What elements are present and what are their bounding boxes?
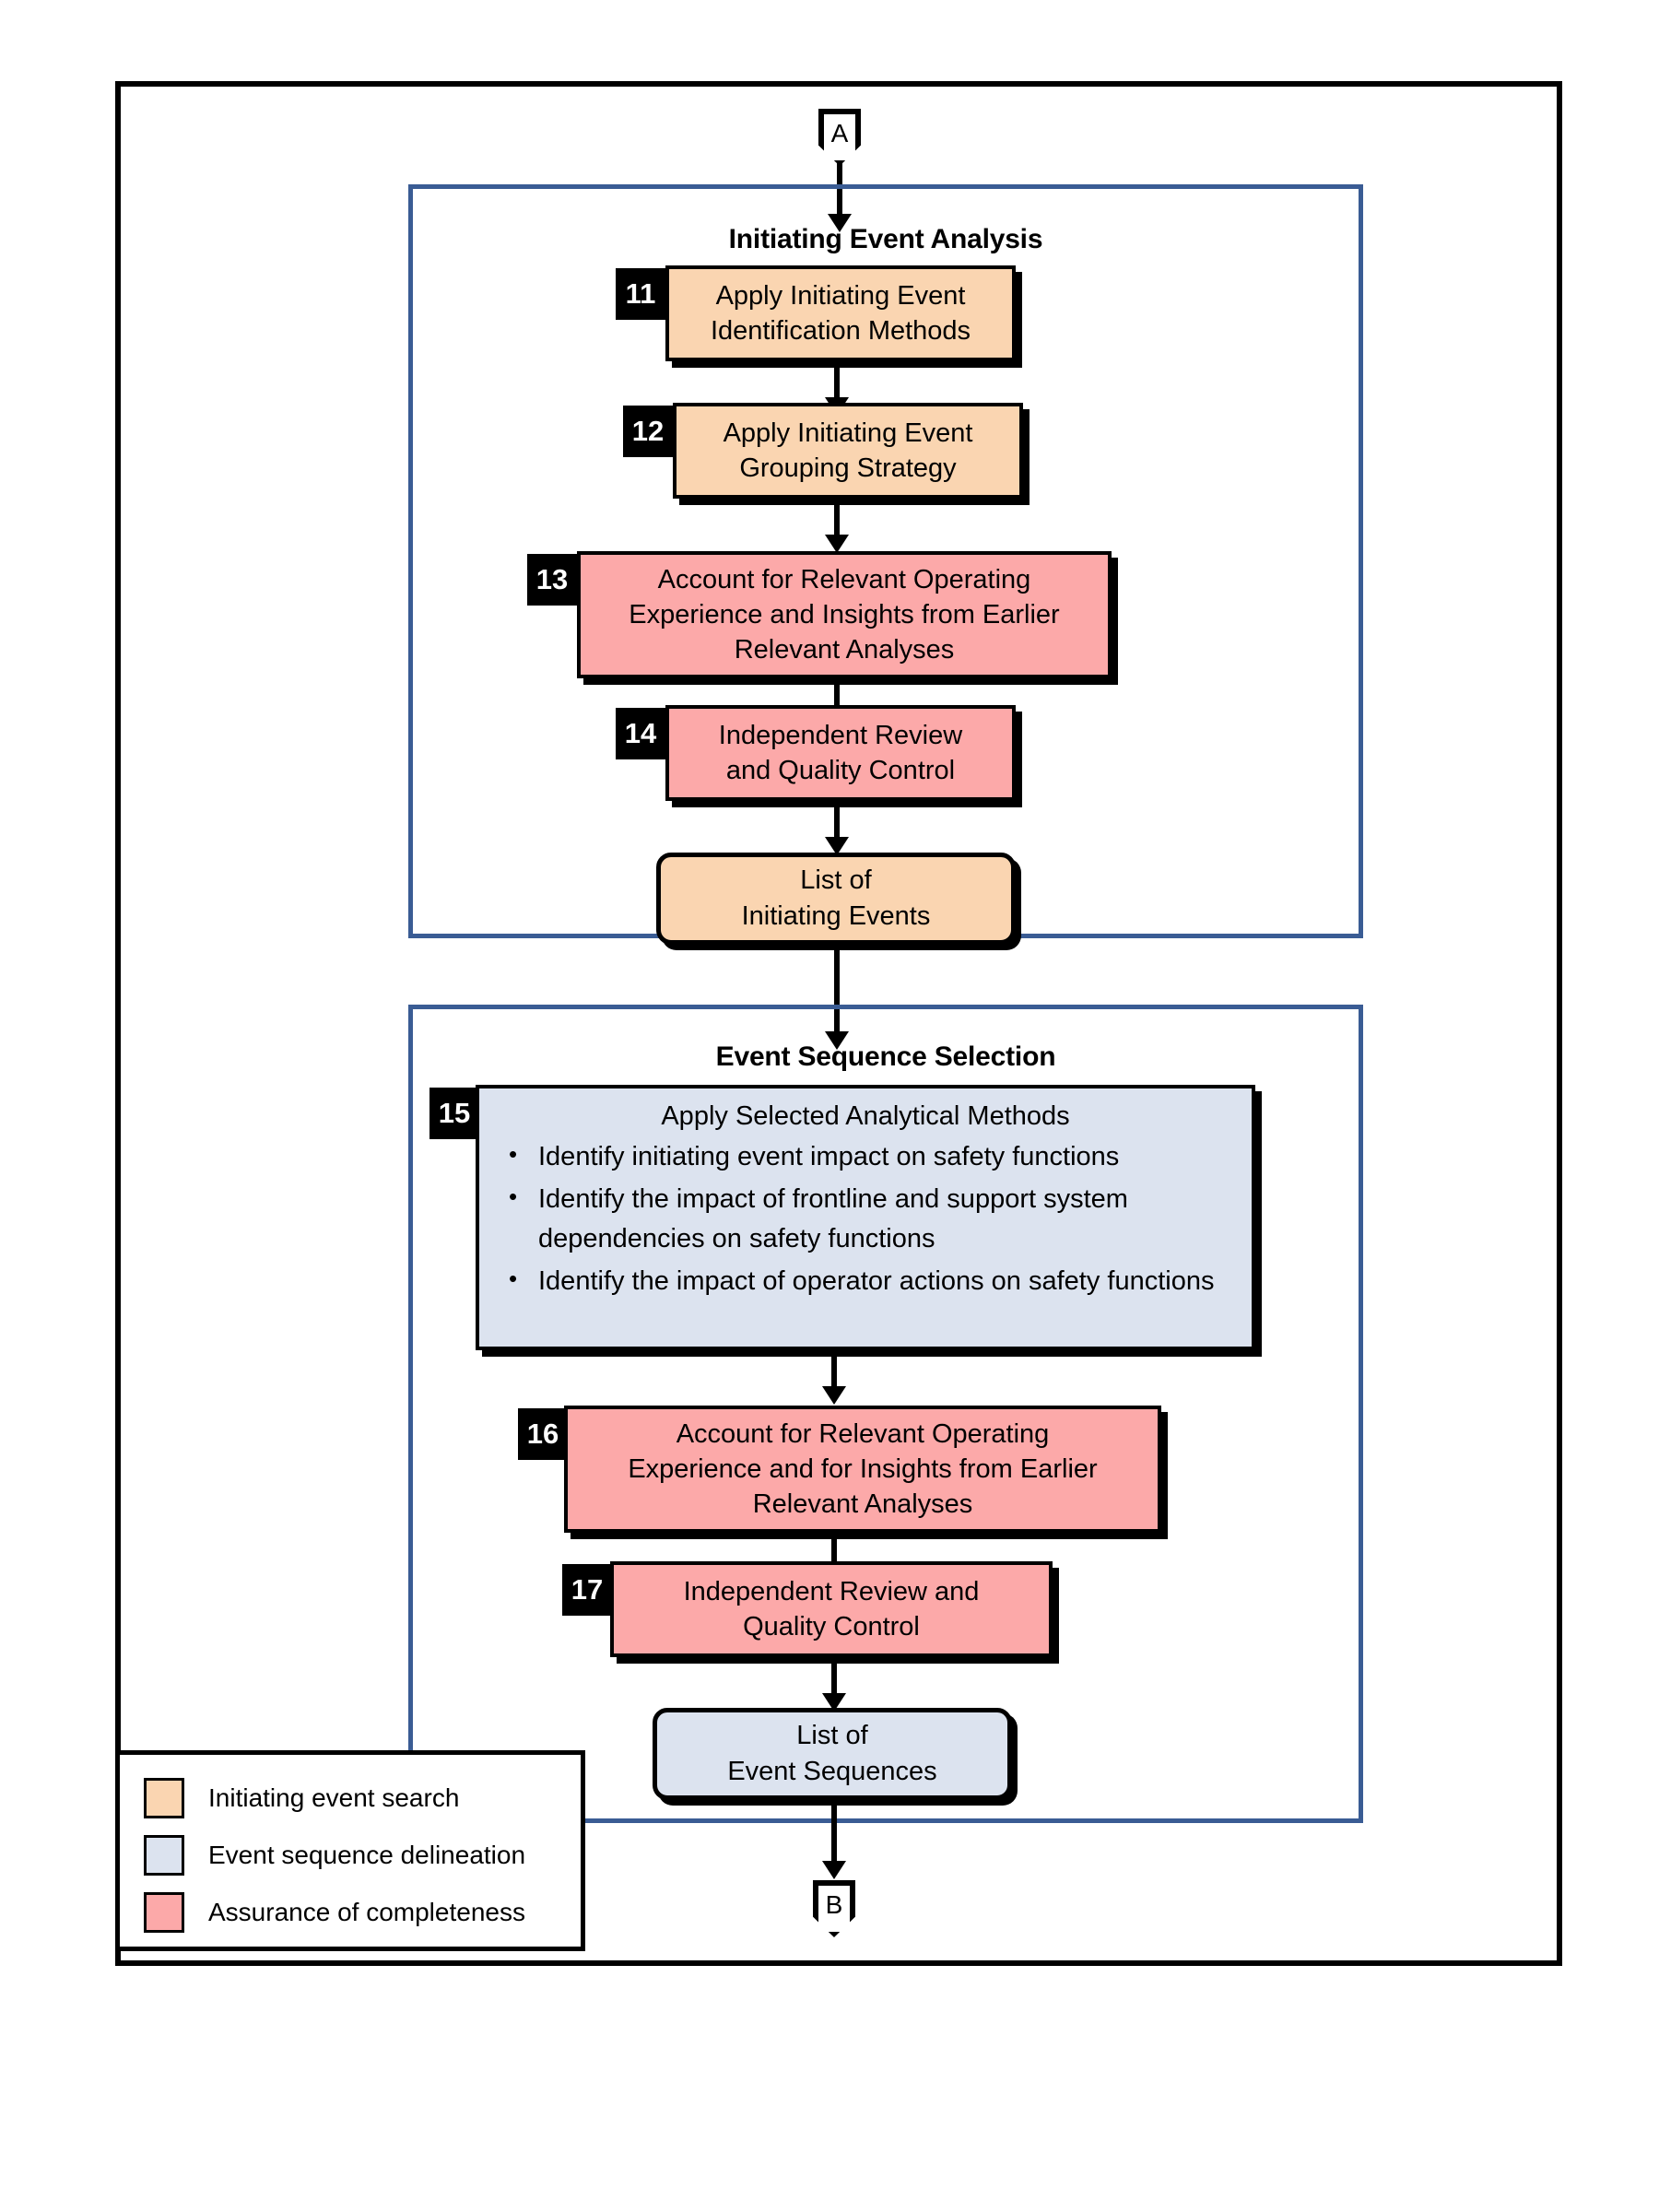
arrowhead-output2-to-b <box>822 1861 846 1879</box>
legend-swatch-pink <box>144 1892 184 1933</box>
step-17-box[interactable]: Independent Review and Quality Control <box>610 1561 1053 1657</box>
step-11-number: 11 <box>616 268 665 320</box>
step-13-box[interactable]: Account for Relevant Operating Experienc… <box>577 551 1112 678</box>
arrowhead-14-to-output1 <box>825 837 849 855</box>
arrowhead-17-to-output2 <box>822 1693 846 1712</box>
arrow-group1-to-group2 <box>834 945 840 1035</box>
step-16-box[interactable]: Account for Relevant Operating Experienc… <box>564 1406 1161 1533</box>
step-12-box[interactable]: Apply Initiating Event Grouping Strategy <box>673 403 1023 499</box>
step-12-text: Apply Initiating Event Grouping Strategy <box>723 418 973 483</box>
step-15-box[interactable]: Apply Selected Analytical Methods Identi… <box>476 1085 1255 1350</box>
step-14-text: Independent Review and Quality Control <box>718 720 963 785</box>
output-list-of-event-sequences[interactable]: List of Event Sequences <box>653 1708 1012 1800</box>
legend-label: Event sequence delineation <box>208 1841 526 1869</box>
step-16-text: Account for Relevant Operating Experienc… <box>628 1418 1098 1520</box>
arrow-14-to-output1 <box>834 807 840 841</box>
step-14-number: 14 <box>616 708 665 759</box>
step-17-number: 17 <box>562 1564 612 1616</box>
step-17-text: Independent Review and Quality Control <box>683 1576 980 1641</box>
step-11-text: Apply Initiating Event Identification Me… <box>710 280 971 346</box>
step-14-box[interactable]: Independent Review and Quality Control <box>665 705 1016 801</box>
step-15-bullet: Identify the impact of operator actions … <box>496 1261 1235 1302</box>
legend-box: Initiating event search Event sequence d… <box>115 1750 585 1951</box>
legend-swatch-orange <box>144 1778 184 1818</box>
legend-label: Assurance of completeness <box>208 1898 525 1926</box>
step-15-number: 15 <box>429 1088 479 1139</box>
arrowhead-a-to-group1 <box>828 214 852 232</box>
arrow-output2-to-b <box>831 1800 837 1865</box>
arrowhead-15-to-16 <box>822 1386 846 1405</box>
group1-title: Initiating Event Analysis <box>728 224 1043 254</box>
arrow-11-to-12 <box>834 368 840 401</box>
arrow-a-to-group1 <box>837 162 842 218</box>
step-13-number: 13 <box>527 554 577 606</box>
arrow-12-to-13 <box>834 505 840 538</box>
arrow-13-to-14 <box>834 684 840 717</box>
step-11-box[interactable]: Apply Initiating Event Identification Me… <box>665 265 1016 361</box>
step-15-bullet-list: Identify initiating event impact on safe… <box>496 1136 1235 1302</box>
legend-label: Initiating event search <box>208 1783 460 1812</box>
step-13-text: Account for Relevant Operating Experienc… <box>629 564 1060 665</box>
group2-title: Event Sequence Selection <box>715 1041 1056 1072</box>
step-15-bullet: Identify the impact of frontline and sup… <box>496 1179 1235 1260</box>
arrow-16-to-17 <box>831 1538 837 1571</box>
arrow-15-to-16 <box>831 1357 837 1390</box>
legend-item-assurance-of-completeness: Assurance of completeness <box>120 1884 581 1941</box>
step-12-number: 12 <box>623 406 673 457</box>
arrowhead-group1-to-group2 <box>825 1031 849 1050</box>
arrowhead-12-to-13 <box>825 535 849 553</box>
step-15-heading: Apply Selected Analytical Methods <box>661 1101 1070 1131</box>
arrow-17-to-output2 <box>831 1664 837 1697</box>
legend-item-initiating-event-search: Initiating event search <box>120 1770 581 1827</box>
group-event-sequence-selection <box>408 1005 1363 1823</box>
output1-text: List of Initiating Events <box>741 865 931 931</box>
output-list-of-initiating-events[interactable]: List of Initiating Events <box>656 853 1016 945</box>
step-15-bullet: Identify initiating event impact on safe… <box>496 1136 1235 1178</box>
output2-text: List of Event Sequences <box>727 1720 937 1786</box>
legend-swatch-blue <box>144 1835 184 1876</box>
legend-item-event-sequence-delineation: Event sequence delineation <box>120 1827 581 1884</box>
step-15-content: Apply Selected Analytical Methods Identi… <box>479 1088 1252 1316</box>
step-16-number: 16 <box>518 1408 568 1460</box>
